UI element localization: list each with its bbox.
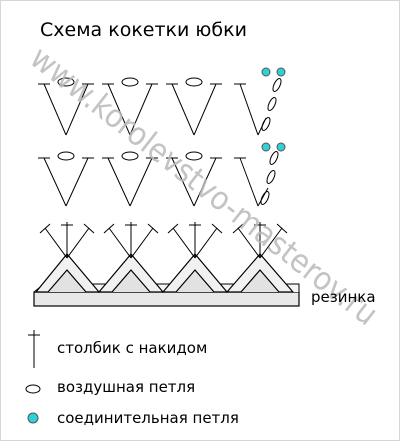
- diagram-title: Схема кокетки юбки: [40, 19, 247, 41]
- foundation-zigzag: [34, 253, 295, 293]
- row-2-v-stitches: [38, 142, 286, 207]
- legend-slip-label: соединительная петля: [57, 409, 239, 427]
- slip-stitch-symbol: [27, 412, 39, 424]
- legend-treble-label: столбик с накидом: [57, 339, 208, 357]
- treble-crochet-symbol: [28, 330, 40, 368]
- row-1-v-stitches: [38, 67, 286, 136]
- row-3-treble-fans: [39, 222, 288, 259]
- band-label: резинка: [311, 288, 376, 306]
- chain-stitch-symbol: [25, 384, 41, 394]
- legend-chain-label: воздушная петля: [57, 378, 196, 396]
